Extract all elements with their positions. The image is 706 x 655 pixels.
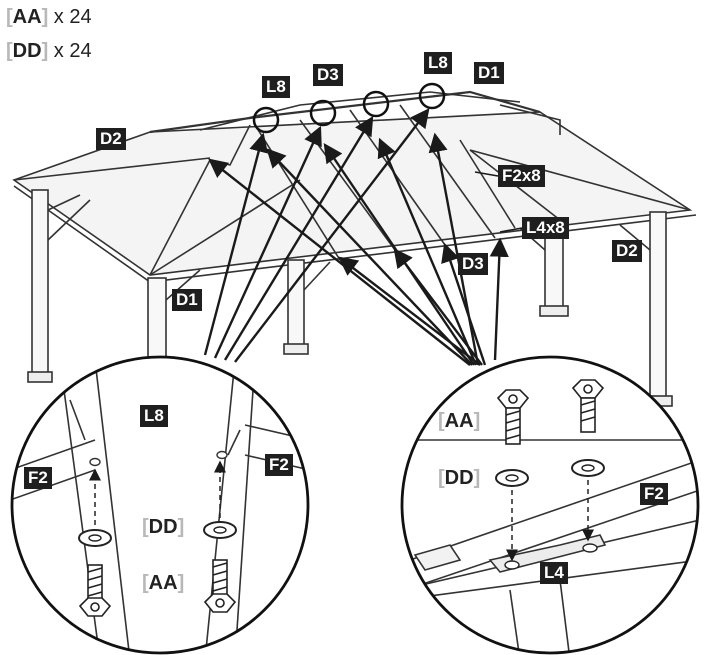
detail-left-f2-left: F2 xyxy=(24,467,52,489)
detail-right-aa-label: [AA] xyxy=(438,410,481,432)
parts-line-dd: [DD] x 24 xyxy=(6,40,92,62)
hw-code: AA xyxy=(444,410,474,432)
leader-lines-right xyxy=(208,132,509,366)
leader-lines-left xyxy=(203,108,430,363)
detail-left-f2-right: F2 xyxy=(265,454,293,476)
tag-d1-top: D1 xyxy=(474,62,504,84)
detail-right-dd-label: [DD] xyxy=(438,467,481,489)
part-code: DD xyxy=(12,40,42,62)
tag-l8-b: L8 xyxy=(424,52,452,74)
tag-d3-top: D3 xyxy=(313,64,343,86)
tag-l4x8: L4x8 xyxy=(522,217,569,239)
tag-l8-a: L8 xyxy=(262,76,290,98)
hw-code: DD xyxy=(444,467,474,489)
detail-left-l8: L8 xyxy=(140,405,168,427)
tag-d2-right: D2 xyxy=(612,240,642,262)
tag-f2x8: F2x8 xyxy=(498,165,545,187)
part-qty: x 24 xyxy=(53,40,92,62)
tag-d3-mid: D3 xyxy=(458,253,488,275)
detail-circle-right xyxy=(402,357,698,653)
detail-right-l4: L4 xyxy=(540,562,568,584)
parts-line-aa: [AA] x 24 xyxy=(6,6,92,28)
part-qty: x 24 xyxy=(53,6,92,28)
part-code: AA xyxy=(12,6,42,28)
detail-left-aa-label: [AA] xyxy=(142,572,185,594)
callout-circles xyxy=(252,82,446,134)
hw-code: AA xyxy=(148,572,178,594)
detail-right-f2: F2 xyxy=(640,483,668,505)
tag-d1-left: D1 xyxy=(172,289,202,311)
hw-code: DD xyxy=(148,516,178,538)
tag-d2-left: D2 xyxy=(96,128,126,150)
detail-left-dd-label: [DD] xyxy=(142,516,185,538)
